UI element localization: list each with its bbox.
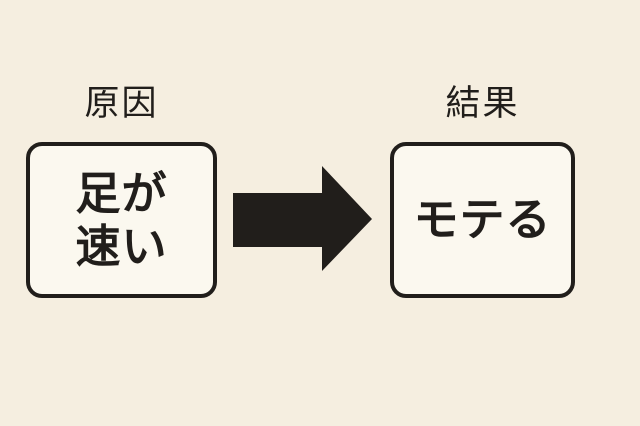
cause-label: 原因 (84, 84, 159, 124)
cause-box: 足が 速い (26, 142, 217, 298)
effect-box-text: モテる (413, 193, 552, 247)
right-arrow-icon (233, 166, 372, 271)
effect-label: 結果 (445, 84, 520, 124)
cause-box-text: 足が 速い (75, 167, 167, 273)
effect-box: モテる (390, 142, 575, 298)
cause-box-line-2: 速い (75, 220, 168, 273)
cause-box-line-1: 足が (75, 166, 168, 220)
